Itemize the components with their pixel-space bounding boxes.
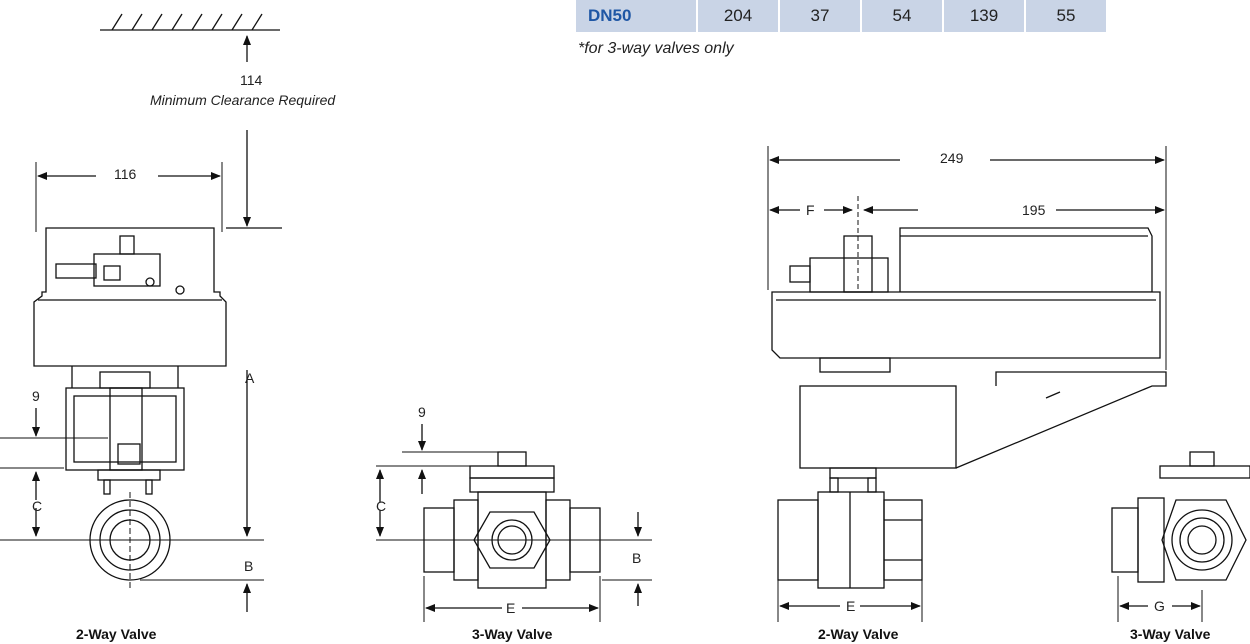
caption-left-2way: 2-Way Valve (76, 626, 157, 642)
table-cell: 37 (780, 0, 862, 32)
clearance-value: 114 (240, 72, 263, 88)
table-cell: 204 (698, 0, 780, 32)
table-row-label: DN50 (576, 0, 698, 32)
dim-116: 116 (114, 166, 137, 182)
middle-3way-valve (423, 451, 601, 589)
dim-c-left: C (32, 498, 43, 514)
dim-e-right: E (846, 598, 856, 614)
dim-c-mid: C (376, 498, 387, 514)
table-cell: 139 (944, 0, 1026, 32)
dimension-table-row: DN50 204 37 54 139 55 (576, 0, 1250, 32)
footnote: *for 3-way valves only (578, 40, 734, 57)
dim-a: A (245, 370, 255, 386)
right-bracket (799, 357, 1167, 469)
dim-g: G (1154, 598, 1165, 614)
left-bracket (65, 387, 185, 471)
caption-right-2way: 2-Way Valve (818, 626, 899, 642)
right-2way-valve-body (777, 491, 923, 589)
right-actuator (771, 227, 1161, 359)
dim-9-mid: 9 (418, 404, 426, 420)
dim-9-left: 9 (32, 388, 40, 404)
table-cell: 55 (1026, 0, 1108, 32)
caption-left-3way: 3-Way Valve (472, 626, 553, 642)
dim-195: 195 (1022, 202, 1046, 218)
dim-b-mid: B (632, 550, 642, 566)
dim-e-mid: E (506, 600, 516, 616)
dim-249: 249 (940, 150, 964, 166)
dim-b-left: B (244, 558, 254, 574)
right-3way-valve (1111, 451, 1250, 583)
caption-right-3way: 3-Way Valve (1130, 626, 1211, 642)
left-actuator (33, 227, 227, 367)
clearance-label: Minimum Clearance Required (150, 92, 336, 108)
table-cell: 54 (862, 0, 944, 32)
dim-f: F (806, 202, 815, 218)
ceiling-hatch (100, 13, 280, 31)
